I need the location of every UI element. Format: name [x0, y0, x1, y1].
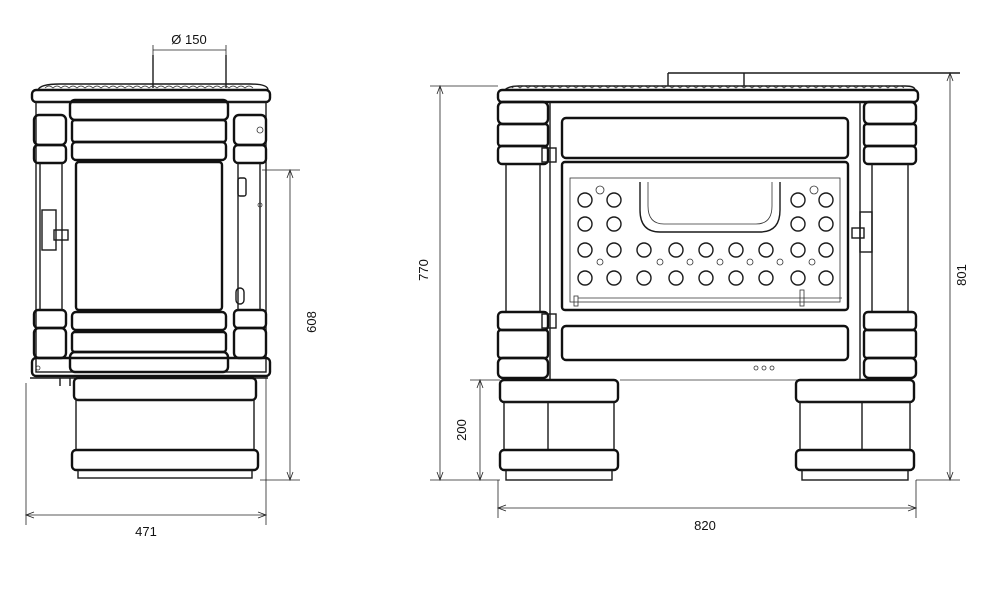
side-flue-pipe	[152, 55, 227, 88]
side-view: 471 608 Ø 150	[24, 32, 319, 539]
dim-side-height: 608	[260, 168, 319, 482]
dim-front-height-total: 770	[416, 84, 500, 482]
dim-side-width-label: 471	[135, 524, 157, 539]
front-feet	[498, 378, 916, 481]
dim-flue-label: Ø 150	[171, 32, 206, 47]
front-right-column	[851, 100, 918, 380]
dim-front-width-label: 820	[694, 518, 716, 533]
dim-front-height-total-label: 770	[416, 259, 431, 281]
front-left-column	[496, 100, 557, 380]
dim-front-base: 200	[454, 378, 500, 482]
front-view: 770 200 820 801	[416, 71, 969, 533]
dim-side-height-label: 608	[304, 311, 319, 333]
dim-front-width: 820	[496, 480, 918, 533]
front-perforations	[577, 185, 834, 286]
dim-front-base-label: 200	[454, 419, 469, 441]
dim-front-height-overall-label: 801	[954, 264, 969, 286]
front-door	[549, 102, 861, 381]
dim-side-width: 471	[24, 378, 268, 539]
side-body	[30, 98, 272, 379]
dim-flue: Ø 150	[152, 32, 227, 58]
front-top-plate	[496, 85, 920, 104]
front-flue	[667, 72, 960, 86]
side-base	[59, 376, 260, 479]
dim-front-height-overall: 801	[916, 71, 969, 482]
